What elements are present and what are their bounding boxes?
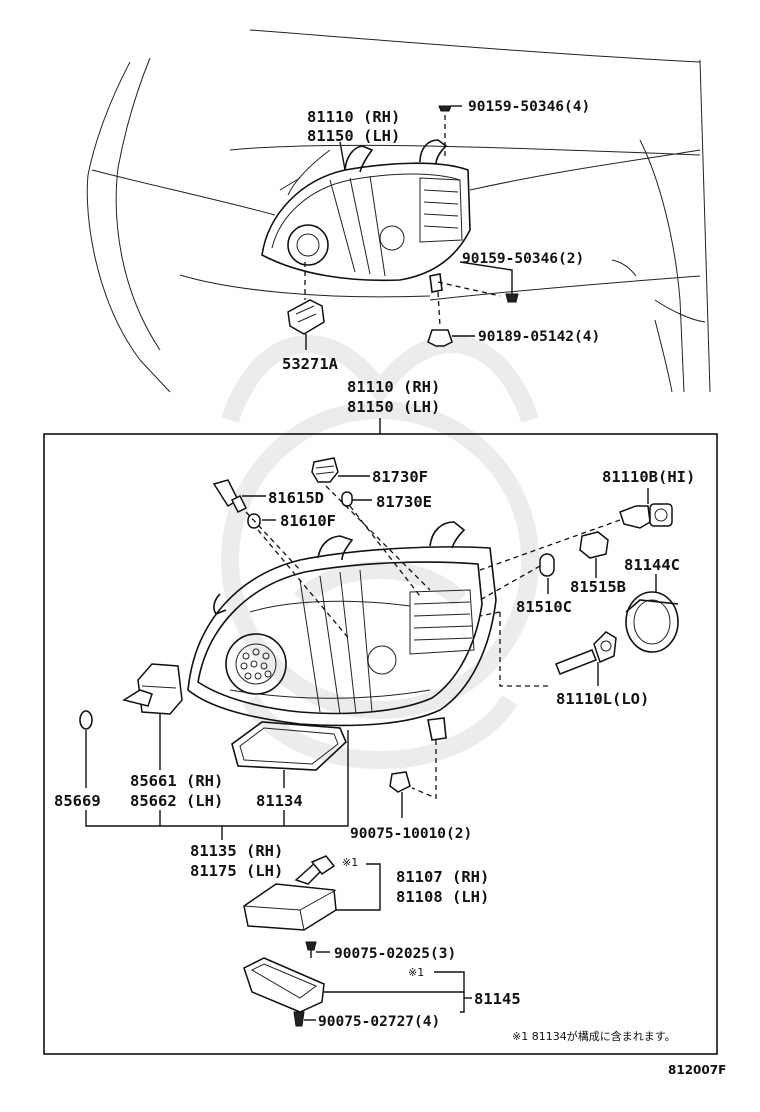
headlamp-exploded xyxy=(187,521,497,741)
vehicle-body-outline xyxy=(86,29,711,393)
label-81515b: 81515B xyxy=(570,578,626,596)
dash-81510c xyxy=(479,565,541,601)
dash-90075-10010 xyxy=(411,740,437,799)
gasket-81134-icon xyxy=(231,721,347,771)
dash-81730f xyxy=(325,485,431,591)
dash-81730e xyxy=(349,505,421,597)
leader-81145 xyxy=(324,971,465,993)
label-81110b-hi: 81110B(HI) xyxy=(602,468,695,486)
label-85669: 85669 xyxy=(54,792,101,810)
label-90075-10010: 90075-10010(2) xyxy=(350,826,472,842)
bulb-81110l-lo-icon xyxy=(555,631,617,675)
screw-icon-side xyxy=(505,293,519,303)
exploded-view-frame xyxy=(43,433,718,1055)
label-socket: 53271A xyxy=(282,355,339,373)
screw-90075-02025-icon xyxy=(305,941,317,958)
label-85661-rh: 85661 (RH) xyxy=(130,772,223,790)
leader-81145-b xyxy=(460,992,465,1013)
ballast-81107-icon xyxy=(243,855,337,931)
leader-81107 xyxy=(336,863,381,911)
projector-lens-dots xyxy=(240,648,272,680)
watermark-emblem xyxy=(221,335,539,769)
label-90075-02727: 90075-02727(4) xyxy=(318,1014,440,1030)
dash-81615d xyxy=(245,511,301,571)
label-90075-02025: 90075-02025(3) xyxy=(334,946,456,962)
label-81615d: 81615D xyxy=(268,489,324,507)
label-81610f: 81610F xyxy=(280,512,336,530)
label-81134: 81134 xyxy=(256,792,303,810)
dash-81110b xyxy=(479,519,621,571)
label-screw-top: 90159-50346(4) xyxy=(468,99,590,115)
assembly-title-rh: 81110 (RH) xyxy=(347,378,440,396)
cover-81145-icon xyxy=(243,957,325,1013)
screw-90075-02727-icon xyxy=(293,1011,305,1027)
label-81135-rh: 81135 (RH) xyxy=(190,842,283,860)
bulb-81110b-hi-icon xyxy=(619,503,673,529)
footnote: ※1 81134が構成に含まれます。 xyxy=(512,1029,676,1043)
bulb-81730e-icon xyxy=(341,491,353,507)
label-81110-rh-top: 81110 (RH) xyxy=(307,108,400,126)
dash-clip xyxy=(437,291,441,327)
note-mark1-b: ※1 xyxy=(408,966,424,979)
screw-icon-top xyxy=(438,105,462,112)
assembly-title-lh: 81150 (LH) xyxy=(347,398,440,416)
screw-90075-10010-icon xyxy=(389,771,411,793)
bulb-81730f-icon xyxy=(311,457,339,483)
label-clip: 90189-05142(4) xyxy=(478,329,600,345)
label-81107-rh: 81107 (RH) xyxy=(396,868,489,886)
bulb-81515b-icon xyxy=(579,531,609,559)
label-screw-side: 90159-50346(2) xyxy=(462,251,584,267)
socket-53271a-icon xyxy=(287,299,325,335)
leader-screw-side xyxy=(459,261,513,294)
bracket-81135 xyxy=(85,730,349,827)
note-mark1: ※1 xyxy=(342,856,358,869)
gasket-85669-icon xyxy=(79,710,93,730)
label-81730e: 81730E xyxy=(376,493,432,511)
label-81175-lh: 81175 (LH) xyxy=(190,862,283,880)
ballast-85661-icon xyxy=(122,663,183,715)
label-81144c: 81144C xyxy=(624,556,680,574)
leader-81110-top xyxy=(339,141,346,171)
label-81150-lh-top: 81150 (LH) xyxy=(307,127,400,145)
headlamp-installed xyxy=(261,139,471,293)
cap-81144c-icon xyxy=(625,591,679,653)
label-81730f: 81730F xyxy=(372,468,428,486)
label-81510c: 81510C xyxy=(516,598,572,616)
dash-81110l xyxy=(499,612,548,687)
dash-screw-side xyxy=(437,281,501,297)
dash-81610f xyxy=(257,529,351,641)
bulb-81615d-icon xyxy=(212,479,248,514)
dash-81110l-b xyxy=(479,611,501,617)
label-81108-lh: 81108 (LH) xyxy=(396,888,489,906)
label-85662-lh: 85662 (LH) xyxy=(130,792,223,810)
bulb-81510c-icon xyxy=(539,553,555,577)
label-81145: 81145 xyxy=(474,990,521,1008)
label-81110l-lo: 81110L(LO) xyxy=(556,690,649,708)
clip-icon xyxy=(427,329,453,347)
figure-code: 812007F xyxy=(668,1063,726,1077)
